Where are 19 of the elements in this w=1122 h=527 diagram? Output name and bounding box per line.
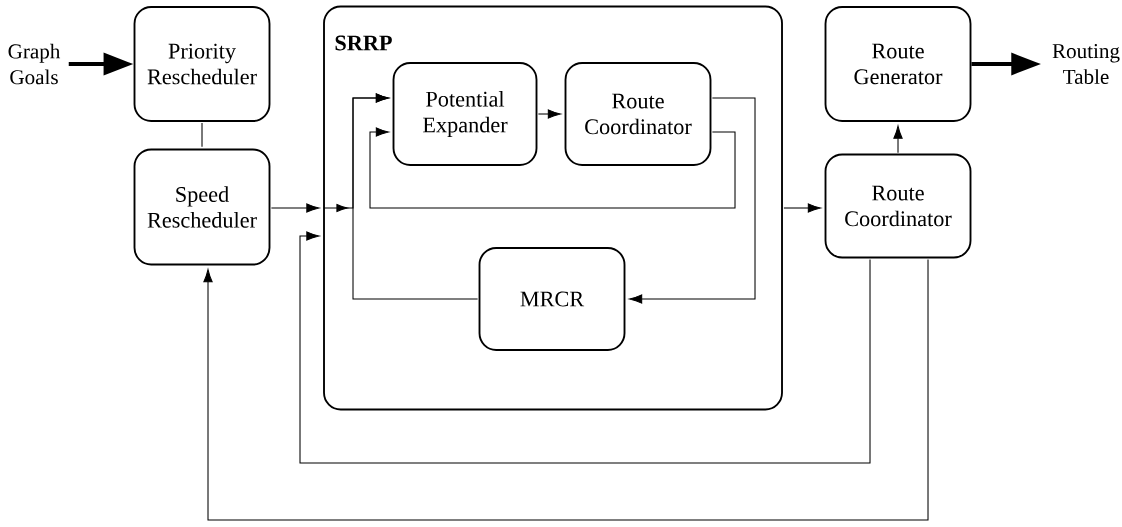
process-box: MRCR	[478, 247, 626, 351]
arrow	[299, 231, 871, 464]
process-box: Route Coordinator	[824, 153, 972, 259]
input-label: Graph Goals	[8, 43, 61, 85]
arrow	[893, 125, 903, 154]
arrow	[369, 127, 736, 209]
process-box: Speed Rescheduler	[133, 148, 271, 266]
process-box: Route Generator	[824, 6, 972, 122]
arrow	[352, 93, 479, 300]
output-label: Routing Table	[1052, 44, 1120, 84]
process-box: Priority Rescheduler	[133, 6, 271, 122]
arrow	[629, 97, 756, 304]
arrow	[783, 203, 821, 213]
arrow	[537, 109, 561, 119]
arrow	[270, 203, 320, 213]
arrow	[203, 258, 929, 521]
process-box: Potential Expander	[392, 62, 538, 166]
process-box: Route Coordinator	[564, 62, 712, 166]
connector-line	[201, 122, 203, 148]
